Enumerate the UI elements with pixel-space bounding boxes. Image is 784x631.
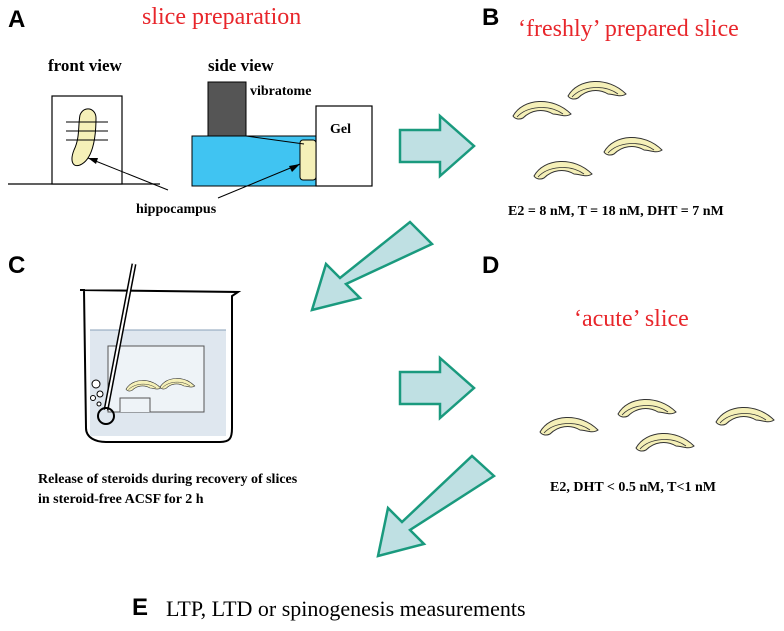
- panel-label-b: B: [482, 4, 500, 31]
- vibratome-block: [207, 81, 247, 137]
- front-view-label: front view: [48, 56, 122, 75]
- gel-block: [315, 105, 373, 187]
- tissue-block: [299, 139, 317, 181]
- panel-label-d: D: [482, 252, 500, 279]
- recovery-caption-line1: Release of steroids during recovery of s…: [38, 472, 298, 487]
- panel-label-a: A: [8, 6, 26, 33]
- acute-slice-title: ‘acute’ slice: [574, 306, 689, 332]
- side-view-diagram: [191, 81, 373, 199]
- panel-label-c: C: [8, 252, 26, 279]
- hippocampus-label: hippocampus: [136, 202, 217, 217]
- gel-label: Gel: [330, 122, 351, 137]
- side-view-label: side view: [208, 56, 274, 75]
- acute-slices: [539, 398, 775, 452]
- hippocampus-pointer-front: [87, 157, 169, 191]
- panel-label-e: E: [132, 594, 149, 621]
- arrow-c-to-d: [398, 355, 476, 421]
- beaker-diagram: [79, 263, 242, 443]
- hippocampus-pointer-side: [217, 163, 301, 199]
- fresh-concentrations: E2 = 8 nM, T = 18 nM, DHT = 7 nM: [508, 204, 724, 219]
- arrow-b-to-c: [310, 220, 435, 312]
- fresh-slices: [512, 80, 663, 180]
- hippocampus-shape: [71, 108, 97, 167]
- front-view-diagram: [8, 95, 169, 191]
- arrow-a-to-b: [398, 113, 476, 179]
- vibratome-label: vibratome: [250, 84, 312, 99]
- measurements-text: LTP, LTD or spinogenesis measurements: [166, 596, 526, 621]
- recovery-caption-line2: in steroid-free ACSF for 2 h: [38, 492, 204, 507]
- acute-concentrations: E2, DHT < 0.5 nM, T<1 nM: [550, 480, 716, 495]
- arrow-d-to-e: [376, 454, 497, 558]
- slice-preparation-title: slice preparation: [142, 4, 302, 30]
- fresh-slice-title: ‘freshly’ prepared slice: [518, 16, 739, 42]
